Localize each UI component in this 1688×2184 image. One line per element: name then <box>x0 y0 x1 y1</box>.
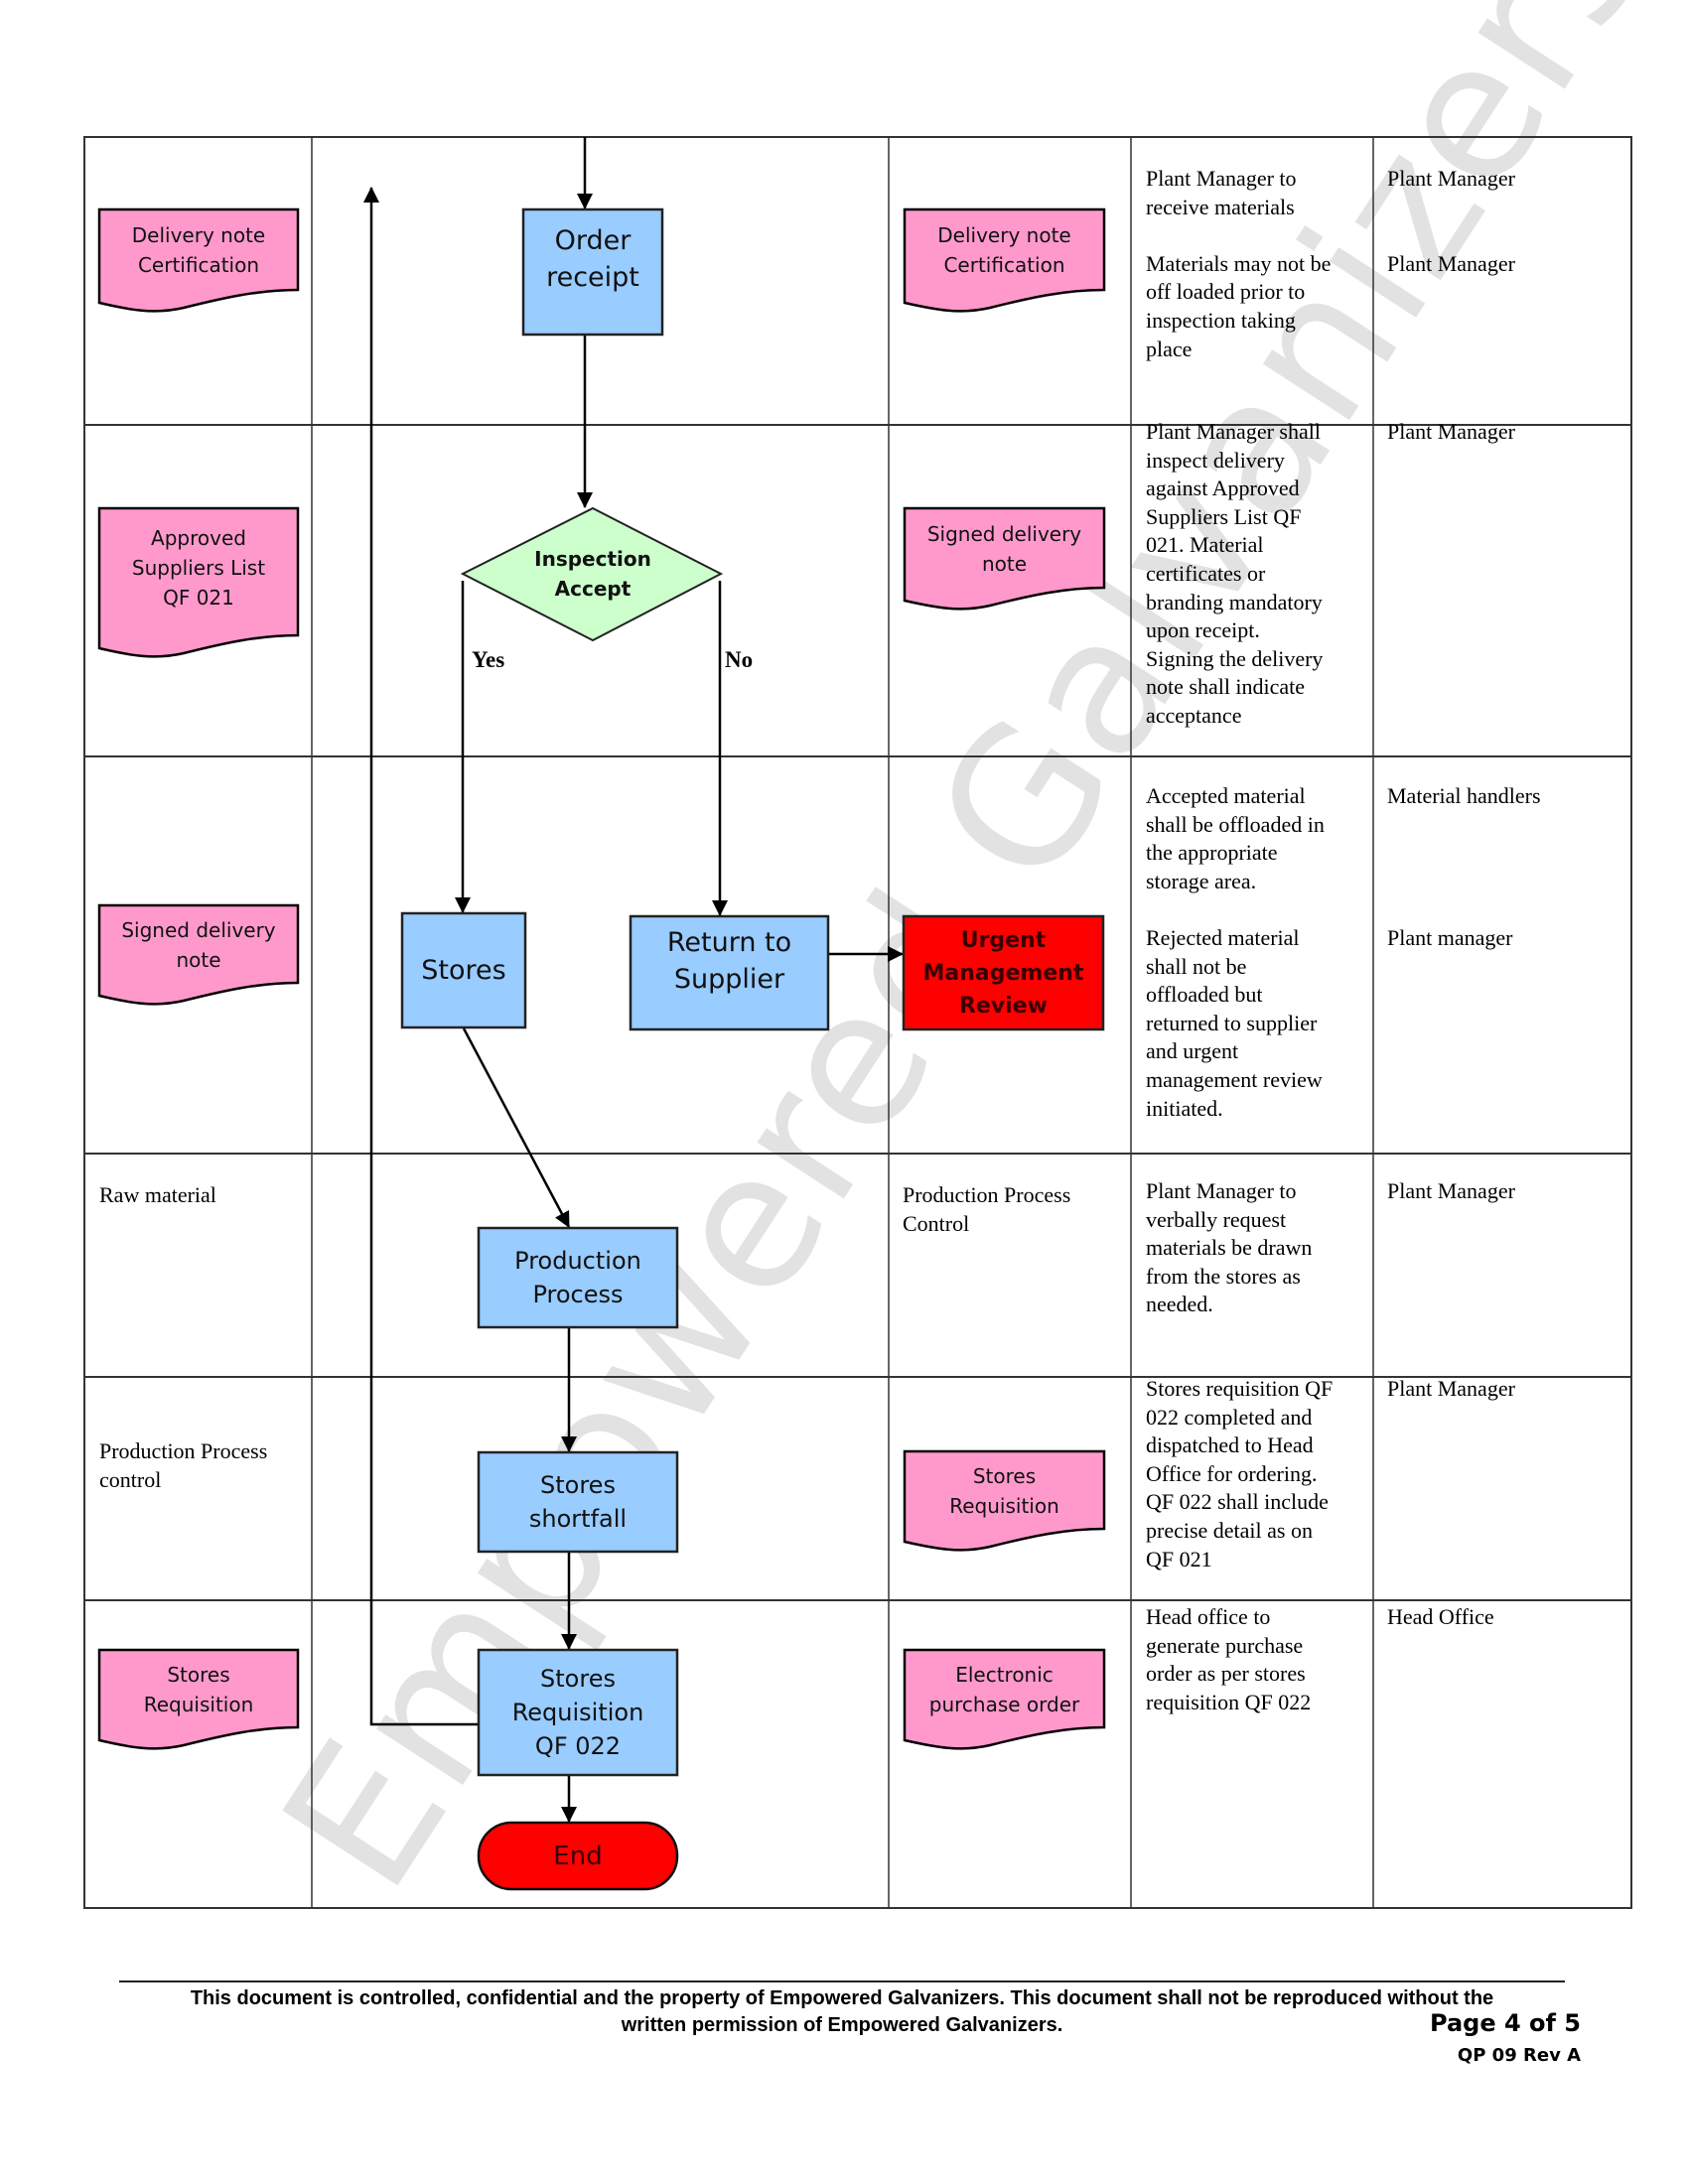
process-label-stores-shortfall: Stores shortfall <box>528 1471 628 1533</box>
footer-notice: This document is controlled, confidentia… <box>190 1987 1494 2036</box>
doc-label: Approved Suppliers List QF 021 <box>131 526 266 610</box>
doc-shape-stores-requisition-out <box>903 1449 1106 1552</box>
end-terminator <box>477 1821 679 1891</box>
responsible-text: Plant Manager <box>1387 419 1515 444</box>
decision-diamond-inspection <box>460 506 724 642</box>
doc-shape-electronic-po <box>903 1648 1106 1750</box>
footer-rule <box>119 1980 1565 1982</box>
doc-shape-approved-suppliers <box>97 506 300 658</box>
description-text: Plant Manager shall inspect delivery aga… <box>1146 419 1324 728</box>
process-label-stores-requisition: Stores Requisition QF 022 <box>511 1665 644 1760</box>
responsible-text: Plant Manager Plant Manager <box>1387 166 1515 276</box>
doc-label: Signed delivery note <box>121 918 276 972</box>
process-label-return-to-supplier: Return to Supplier <box>666 927 792 995</box>
process-box-order-receipt <box>521 207 664 337</box>
table-border <box>83 136 1632 1909</box>
urgent-review-box <box>902 914 1105 1031</box>
document-reference: QP 09 Rev A <box>1457 2045 1581 2066</box>
doc-shape-stores-requisition-in <box>97 1648 300 1750</box>
input-text: Raw material <box>99 1182 216 1207</box>
doc-label: Delivery note Certification <box>937 223 1071 277</box>
doc-label: Signed delivery note <box>926 522 1082 576</box>
end-label: End <box>553 1841 603 1871</box>
description-text: Head office to generate purchase order a… <box>1146 1604 1312 1714</box>
description-text: Stores requisition QF 022 completed and … <box>1146 1376 1334 1571</box>
urgent-review-label: Urgent Management Review <box>922 927 1084 1019</box>
description-text: Plant Manager to verbally request materi… <box>1146 1178 1313 1317</box>
process-box-return-to-supplier <box>629 914 830 1031</box>
branch-label-no: No <box>725 647 754 672</box>
output-text: Production Process Control <box>903 1182 1071 1236</box>
doc-label: Stores Requisition <box>949 1464 1059 1518</box>
responsible-text: Plant Manager <box>1387 1376 1515 1401</box>
doc-shape-delivery-note-out <box>903 207 1106 313</box>
process-box-stores <box>400 911 527 1029</box>
responsible-text: Material handlers Plant manager <box>1387 783 1541 950</box>
input-text: Production Process control <box>99 1438 268 1492</box>
connector-feedback-loop <box>363 187 479 1726</box>
decision-label-inspection: Inspection Accept <box>534 547 651 601</box>
process-box-production <box>477 1226 679 1329</box>
doc-label: Delivery note Certification <box>131 223 266 277</box>
branch-label-yes: Yes <box>472 647 505 672</box>
process-box-stores-requisition <box>477 1648 679 1777</box>
page-number: Page 4 of 5 <box>1430 2009 1581 2037</box>
doc-shape-signed-delivery-out <box>903 506 1106 611</box>
doc-shape-signed-delivery-in <box>97 903 300 1006</box>
process-label-order-receipt: Order receipt <box>546 225 639 293</box>
process-label-stores: Stores <box>421 955 506 986</box>
responsible-text: Plant Manager <box>1387 1178 1515 1203</box>
doc-label: Stores Requisition <box>143 1663 254 1716</box>
process-box-stores-shortfall <box>477 1450 679 1554</box>
table-grid <box>83 136 1632 1909</box>
connector-stores-to-production <box>462 1027 571 1228</box>
process-label-production: Production Process <box>514 1247 641 1308</box>
description-text: Plant Manager to receive materials Mater… <box>1146 166 1332 361</box>
responsible-text: Head Office <box>1387 1604 1494 1629</box>
description-text: Accepted material shall be offloaded in … <box>1146 783 1325 1121</box>
doc-shape-delivery-note-in <box>97 207 300 313</box>
doc-label: Electronic purchase order <box>928 1663 1080 1716</box>
